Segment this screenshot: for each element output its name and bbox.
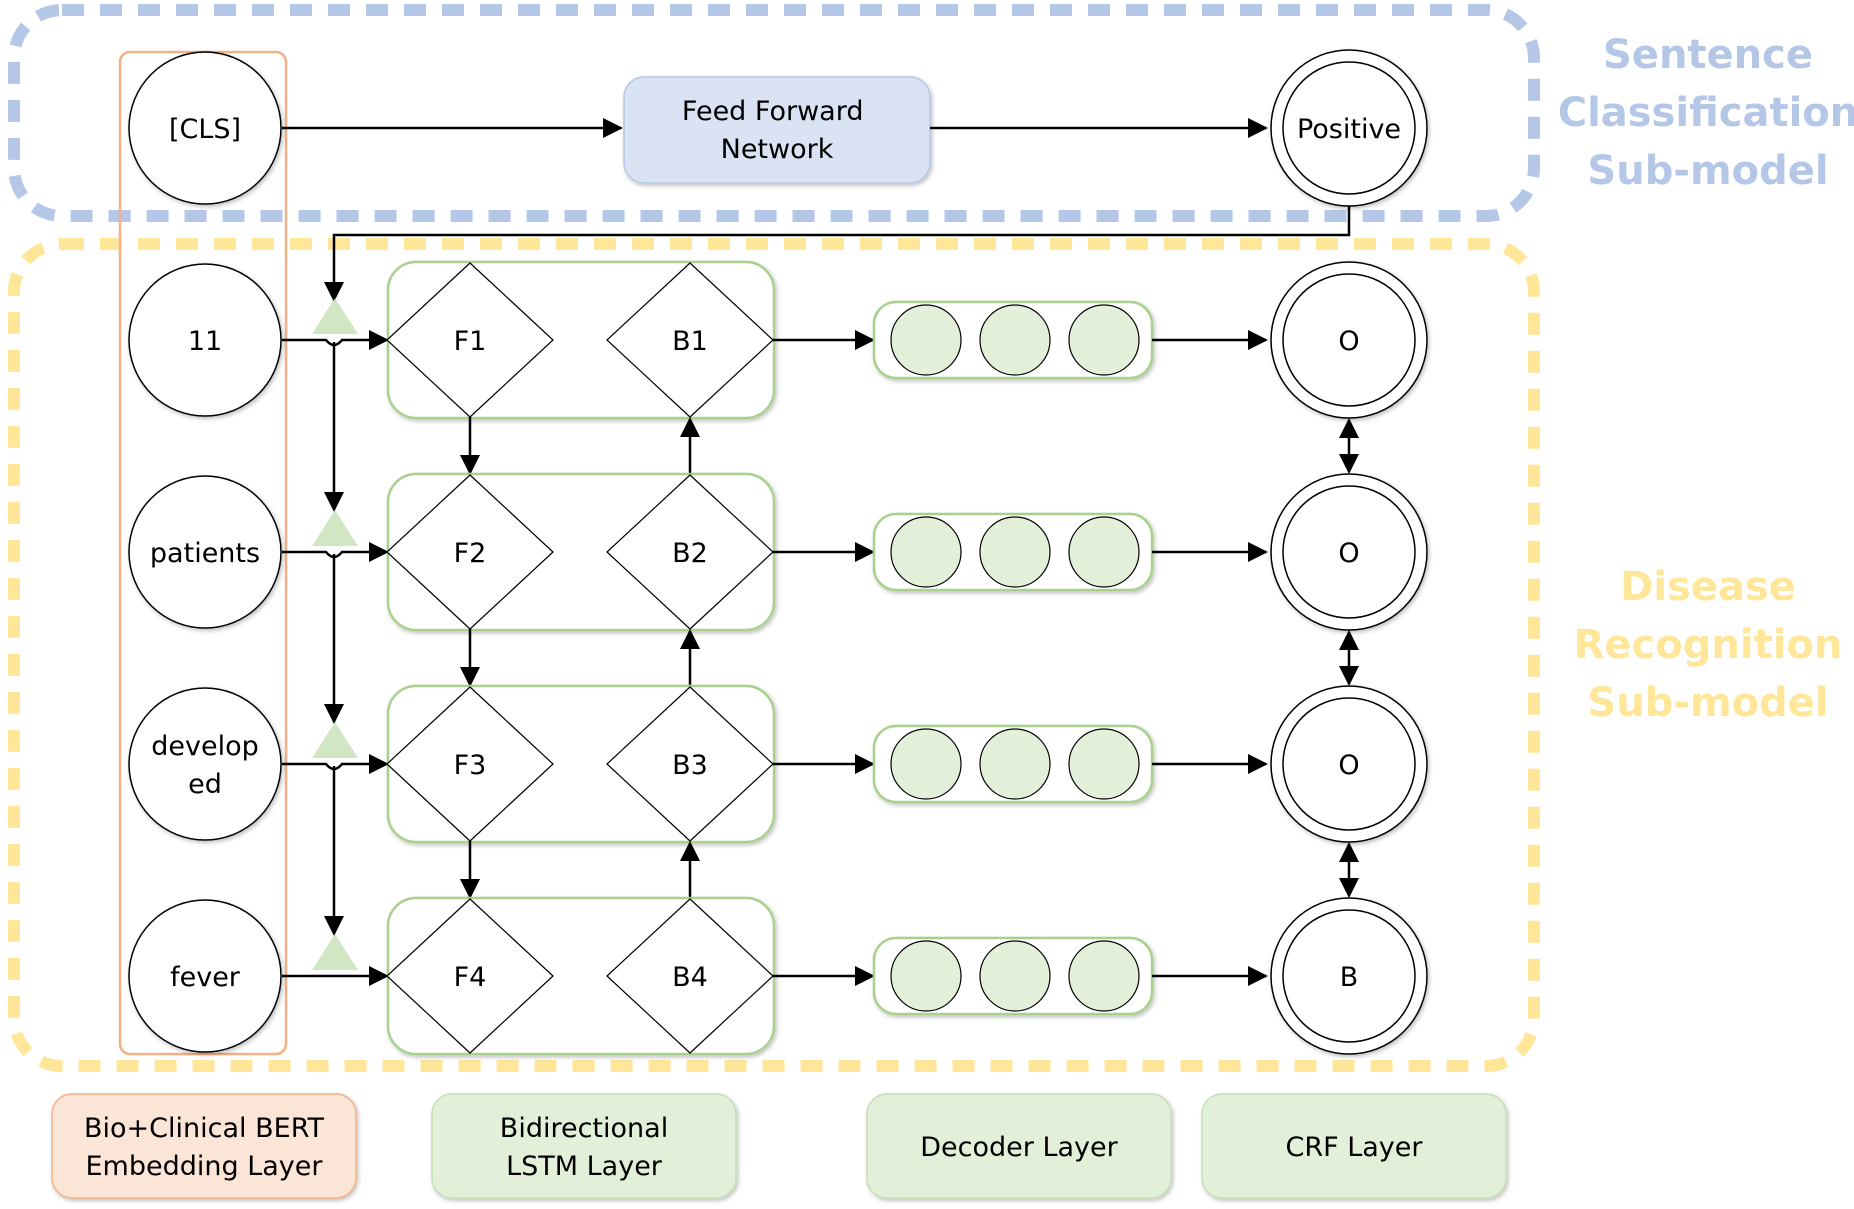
token-row: 11 F1 B1 O <box>128 260 1428 512</box>
backward-cell-label: B2 <box>672 538 708 569</box>
gate-triangle <box>312 298 358 334</box>
cls-token-label: [CLS] <box>169 114 241 145</box>
token-row: fever F4 B4 B <box>128 896 1428 1056</box>
feed-forward-label: Feed Forward Network <box>682 96 872 165</box>
layer-legend-line: CRF Layer <box>1285 1132 1423 1163</box>
crf-output-outer <box>1270 897 1428 1055</box>
token-node <box>128 263 282 417</box>
backward-cell-label: B1 <box>672 326 708 357</box>
crf-output-inner <box>1282 697 1416 831</box>
layer-legend-line: Decoder Layer <box>920 1132 1118 1163</box>
layer-legend-label: Bio+Clinical BERT Embedding Layer <box>84 1113 324 1182</box>
layer-legend-item: Decoder Layer <box>866 1093 1172 1199</box>
token-label: patients <box>150 538 260 569</box>
layer-legend-box <box>51 1093 357 1199</box>
token-label: 11 <box>188 326 222 357</box>
layer-legend-box <box>866 1093 1172 1199</box>
layer-legend-box <box>1201 1093 1507 1199</box>
layer-legend-item: CRF Layer <box>1201 1093 1507 1199</box>
decoder-unit <box>890 728 962 800</box>
token-label: fever <box>170 962 241 993</box>
token-label-line: fever <box>170 962 241 993</box>
forward-cell-label: F4 <box>454 962 487 993</box>
layer-legend-line: LSTM Layer <box>506 1151 663 1182</box>
feed-forward-line-2: Network <box>721 134 834 165</box>
token-label-line: patients <box>150 538 260 569</box>
forward-cell-label: F2 <box>454 538 487 569</box>
decoder-unit <box>979 304 1051 376</box>
token-label-line: ed <box>188 769 222 800</box>
layer-legend-line: Embedding Layer <box>85 1151 323 1182</box>
crf-output-label: O <box>1338 750 1359 781</box>
feed-forward-network-box <box>623 76 931 184</box>
decoder-unit <box>1068 304 1140 376</box>
token-row: develop ed F3 B3 O <box>128 684 1428 936</box>
token-row: patients F2 B2 O <box>128 472 1428 724</box>
crf-output-inner <box>1282 485 1416 619</box>
layer-legend-item: Bio+Clinical BERT Embedding Layer <box>51 1093 357 1199</box>
layer-legend: Bio+Clinical BERT Embedding Layer Bidirect… <box>51 1093 1507 1199</box>
title-line: Recognition <box>1574 622 1843 668</box>
title-line: Sub-model <box>1587 680 1828 726</box>
feed-forward-line-1: Feed Forward <box>682 96 864 127</box>
decoder-unit <box>890 304 962 376</box>
title-line: Sentence <box>1603 32 1813 78</box>
cls-token-node <box>128 51 282 205</box>
forward-cell-label: F1 <box>454 326 487 357</box>
crf-output-label: B <box>1340 962 1359 993</box>
decoder-unit <box>979 516 1051 588</box>
layer-legend-label: Decoder Layer <box>920 1132 1118 1163</box>
layer-legend-label: CRF Layer <box>1285 1132 1423 1163</box>
decoder-unit <box>1068 516 1140 588</box>
gate-triangle <box>312 510 358 546</box>
crf-output-inner <box>1282 909 1416 1043</box>
classification-output-inner <box>1282 61 1416 195</box>
decoder-unit <box>979 728 1051 800</box>
backward-cell-label: B3 <box>672 750 708 781</box>
backward-cell-label: B4 <box>672 962 708 993</box>
decoder-unit <box>890 940 962 1012</box>
token-node <box>128 899 282 1053</box>
gate-triangle <box>312 934 358 970</box>
backward-cell <box>606 898 774 1054</box>
decoder-unit <box>1068 940 1140 1012</box>
token-node <box>128 687 282 841</box>
crf-output-inner <box>1282 273 1416 407</box>
decoder-unit <box>1068 728 1140 800</box>
crf-output-label: O <box>1338 538 1359 569</box>
token-label-line: develop <box>151 731 259 762</box>
decoder-unit <box>979 940 1051 1012</box>
token-node <box>128 475 282 629</box>
crf-output-label: O <box>1338 326 1359 357</box>
token-label: develop ed <box>151 731 259 800</box>
layer-legend-box <box>431 1093 737 1199</box>
sentence-classification-region <box>8 4 1540 222</box>
layer-legend-line: Bio+Clinical BERT <box>84 1113 324 1144</box>
classification-output-label: Positive <box>1297 114 1401 145</box>
gate-triangle <box>312 722 358 758</box>
forward-cell-label: F3 <box>454 750 487 781</box>
decoder-unit <box>890 516 962 588</box>
title-line: Classification <box>1558 90 1854 136</box>
layer-legend-line: Bidirectional <box>500 1113 668 1144</box>
forward-cell <box>386 898 554 1054</box>
disease-recognition-region <box>8 238 1540 1072</box>
title-line: Disease <box>1620 564 1796 610</box>
token-label-line: 11 <box>188 326 222 357</box>
classification-feedback-line <box>324 206 1351 302</box>
title-line: Sub-model <box>1587 148 1828 194</box>
